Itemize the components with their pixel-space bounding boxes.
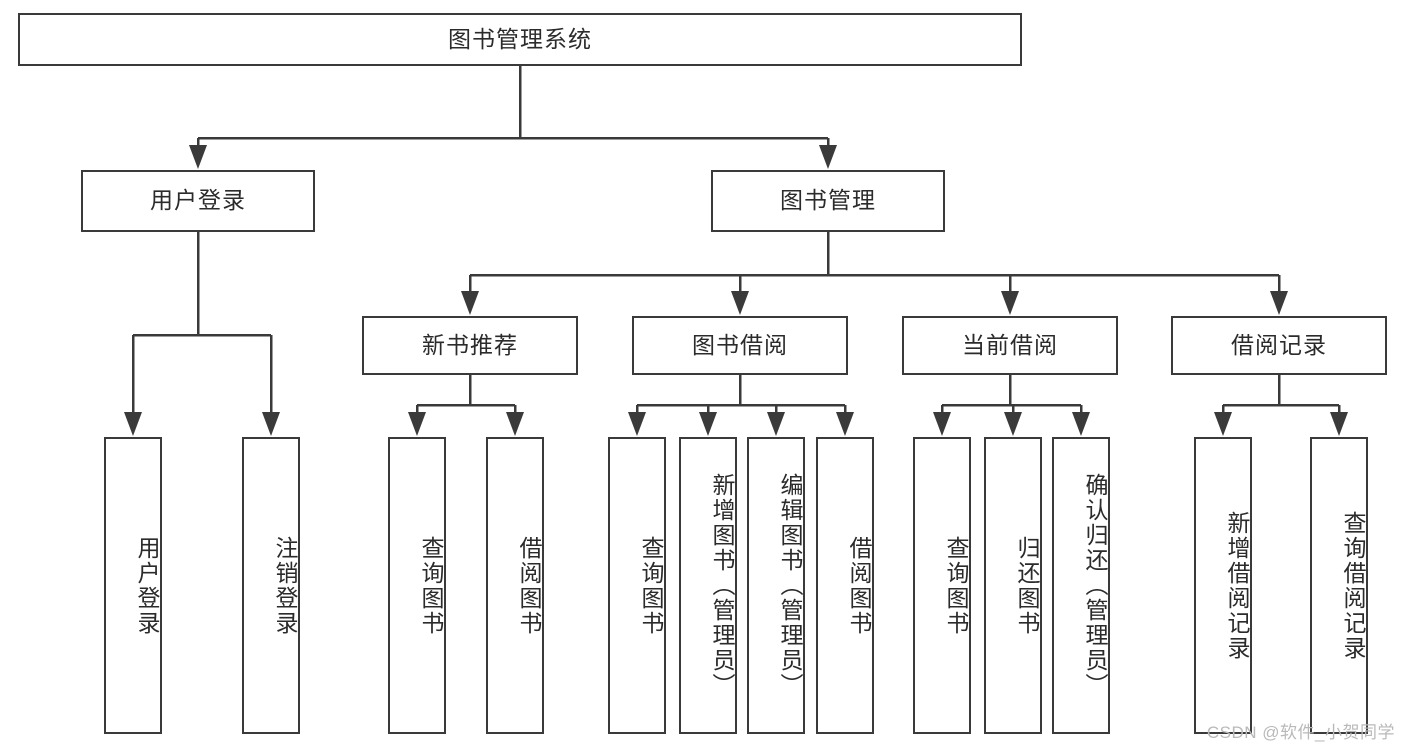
arrow-head-leaf-user-login (124, 412, 142, 436)
node-leaf-user-login[interactable]: 用户登录 (104, 437, 162, 734)
arrow-head-leaf-add-record (1214, 412, 1232, 436)
node-label: 归还图书 (1014, 535, 1040, 636)
node-label: 图书管理 (780, 187, 876, 214)
arrow-head-leaf-query-book-1 (408, 412, 426, 436)
node-label: 图书管理系统 (448, 25, 592, 52)
node-label: 新增借阅记录 (1224, 510, 1250, 661)
node-book-borrow[interactable]: 图书借阅 (632, 316, 848, 375)
arrow-head-new-book-recommend (461, 291, 479, 315)
node-leaf-add-book[interactable]: 新增图书（管理员） (679, 437, 737, 734)
node-label: 查询借阅记录 (1340, 510, 1366, 661)
arrow-head-leaf-add-book (699, 412, 717, 436)
arrow-head-leaf-logout (262, 412, 280, 436)
node-label: 确认归还（管理员） (1082, 473, 1108, 698)
arrow-head-leaf-borrow-book-1 (506, 412, 524, 436)
node-leaf-return-book[interactable]: 归还图书 (984, 437, 1042, 734)
node-label: 图书借阅 (692, 331, 788, 358)
node-leaf-query-book-2[interactable]: 查询图书 (608, 437, 666, 734)
arrow-head-leaf-confirm-return (1072, 412, 1090, 436)
node-label: 查询图书 (943, 535, 969, 636)
node-leaf-confirm-return[interactable]: 确认归还（管理员） (1052, 437, 1110, 734)
node-leaf-borrow-book-2[interactable]: 借阅图书 (816, 437, 874, 734)
node-leaf-query-book-3[interactable]: 查询图书 (913, 437, 971, 734)
node-new-book-recommend[interactable]: 新书推荐 (362, 316, 578, 375)
node-label: 借阅图书 (516, 535, 542, 636)
arrow-head-leaf-return-book (1004, 412, 1022, 436)
node-label: 查询图书 (638, 535, 664, 636)
node-label: 借阅图书 (846, 535, 872, 636)
node-label: 编辑图书（管理员） (777, 473, 803, 698)
arrow-head-leaf-query-book-2 (628, 412, 646, 436)
node-root[interactable]: 图书管理系统 (18, 13, 1022, 66)
node-current-borrow[interactable]: 当前借阅 (902, 316, 1118, 375)
node-label: 新书推荐 (422, 331, 518, 358)
node-label: 借阅记录 (1231, 331, 1327, 358)
node-leaf-logout[interactable]: 注销登录 (242, 437, 300, 734)
node-leaf-add-record[interactable]: 新增借阅记录 (1194, 437, 1252, 734)
node-leaf-query-book-1[interactable]: 查询图书 (388, 437, 446, 734)
node-user-login[interactable]: 用户登录 (81, 170, 315, 232)
node-book-manage[interactable]: 图书管理 (711, 170, 945, 232)
watermark-label: CSDN @软件_小贺同学 (1206, 723, 1395, 742)
node-label: 用户登录 (150, 187, 246, 214)
arrow-head-user-login (189, 145, 207, 169)
node-label: 注销登录 (272, 535, 298, 636)
node-leaf-edit-book[interactable]: 编辑图书（管理员） (747, 437, 805, 734)
node-label: 当前借阅 (962, 331, 1058, 358)
node-label: 新增图书（管理员） (709, 473, 735, 698)
node-leaf-query-record[interactable]: 查询借阅记录 (1310, 437, 1368, 734)
node-label: 用户登录 (134, 535, 160, 636)
arrow-head-leaf-query-book-3 (933, 412, 951, 436)
arrow-head-leaf-edit-book (767, 412, 785, 436)
node-leaf-borrow-book-1[interactable]: 借阅图书 (486, 437, 544, 734)
arrow-head-book-manage (819, 145, 837, 169)
arrow-head-book-borrow (731, 291, 749, 315)
node-borrow-record[interactable]: 借阅记录 (1171, 316, 1387, 375)
arrow-head-borrow-record (1270, 291, 1288, 315)
arrow-head-current-borrow (1001, 291, 1019, 315)
arrow-head-leaf-borrow-book-2 (836, 412, 854, 436)
arrow-head-leaf-query-record (1330, 412, 1348, 436)
node-label: 查询图书 (418, 535, 444, 636)
